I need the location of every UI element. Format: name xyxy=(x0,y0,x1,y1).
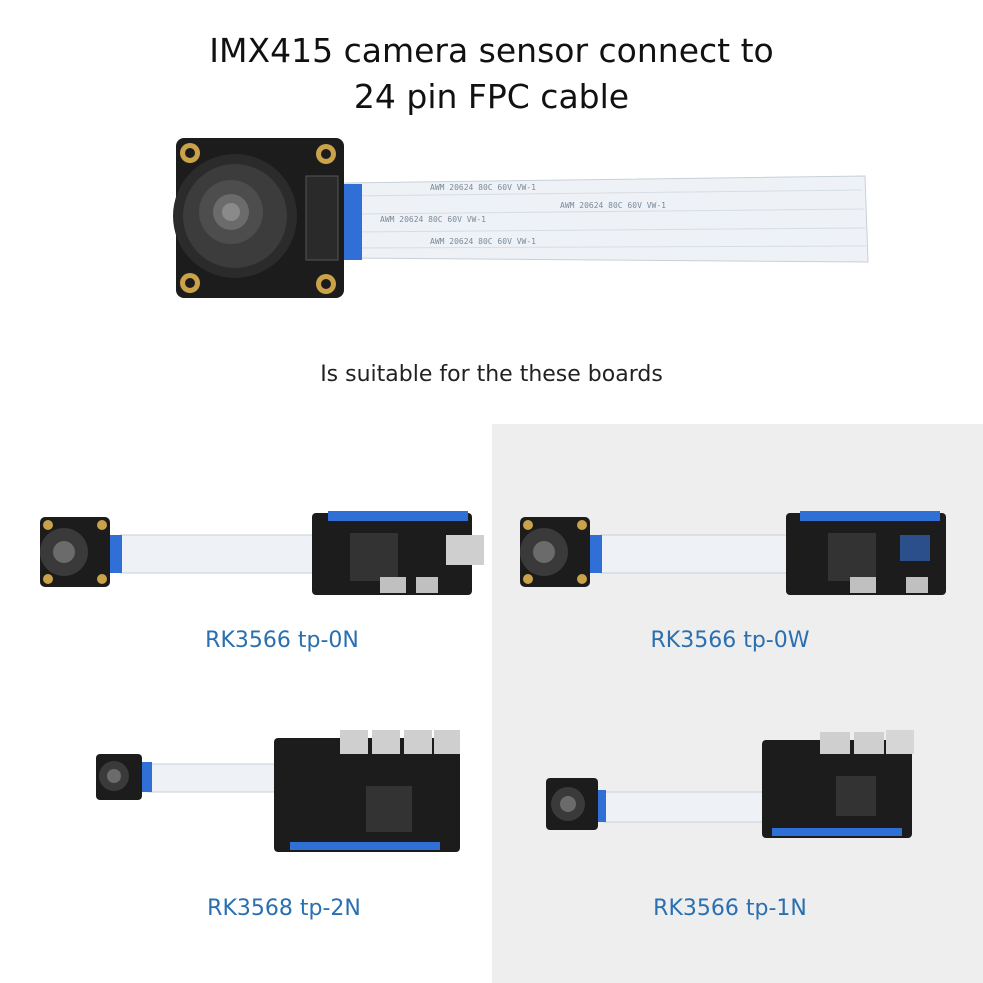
title-line-2: 24 pin FPC cable xyxy=(353,77,630,116)
board-illustration-4 xyxy=(546,730,914,838)
page-title: IMX415 camera sensor connect to 24 pin F… xyxy=(0,28,983,120)
compatibility-heading: Is suitable for the these boards xyxy=(320,362,663,387)
fpc-cable: AWM 20624 80C 60V VW-1 AWM 20624 80C 60V… xyxy=(344,175,869,263)
board-illustration-2 xyxy=(520,511,946,595)
cable-print-1: AWM 20624 80C 60V VW-1 xyxy=(430,183,536,192)
board-label-2: RK3566 tp-0W xyxy=(650,628,810,653)
cable-print-2: AWM 20624 80C 60V VW-1 xyxy=(380,215,486,224)
board-label-4: RK3566 tp-1N xyxy=(653,896,807,921)
board-illustration-3 xyxy=(96,730,460,852)
cable-stiffener xyxy=(336,184,362,260)
title-line-1: IMX415 camera sensor connect to xyxy=(209,31,774,70)
board-label-1: RK3566 tp-0N xyxy=(205,628,359,653)
board-illustration-1 xyxy=(40,511,484,595)
cable-print-3: AWM 20624 80C 60V VW-1 xyxy=(560,201,666,210)
cable-print-4: AWM 20624 80C 60V VW-1 xyxy=(430,237,536,246)
board-label-3: RK3568 tp-2N xyxy=(207,896,361,921)
camera-lens xyxy=(173,154,297,278)
camera-pcb xyxy=(176,138,344,298)
